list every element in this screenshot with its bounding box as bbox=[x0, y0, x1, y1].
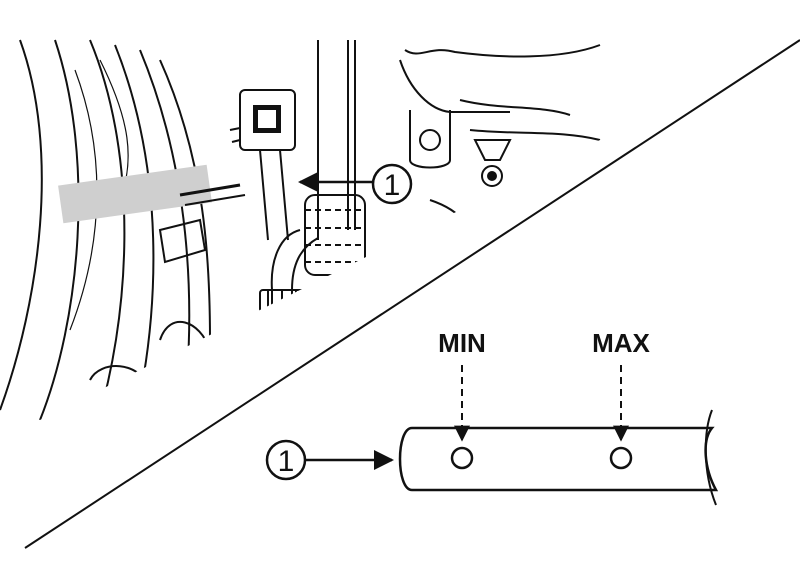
dipstick-cap bbox=[229, 89, 296, 241]
hose-curves bbox=[0, 39, 211, 431]
hose-clamp bbox=[158, 218, 207, 264]
hex-fitting bbox=[259, 289, 319, 343]
dipstick-detail: MIN MAX 1 bbox=[265, 328, 719, 506]
upper-callout-circle bbox=[371, 163, 413, 205]
upper-callout-number: 1 bbox=[384, 169, 401, 202]
lower-callout-number: 1 bbox=[278, 445, 295, 478]
min-label: MIN bbox=[438, 328, 486, 358]
shaded-band bbox=[58, 164, 212, 224]
max-mark-hole bbox=[609, 446, 633, 470]
pipe-elbow bbox=[270, 229, 319, 310]
engine-block bbox=[399, 44, 601, 281]
lower-callout-circle bbox=[265, 439, 307, 481]
bolt bbox=[473, 139, 512, 187]
engine-bay-illustration bbox=[0, 39, 601, 431]
diagonal-divider bbox=[24, 39, 800, 549]
max-label: MAX bbox=[592, 328, 650, 358]
dipstick-blade bbox=[398, 426, 719, 492]
min-mark-hole bbox=[450, 446, 474, 470]
